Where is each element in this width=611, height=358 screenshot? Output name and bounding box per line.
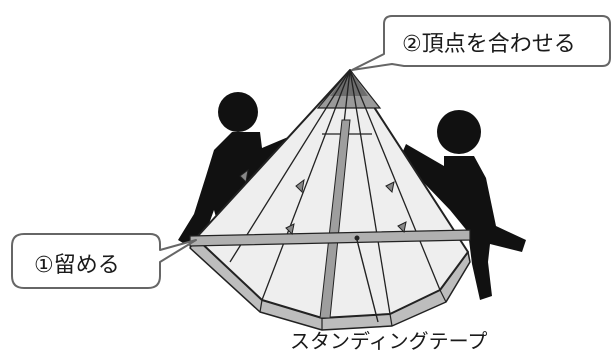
person-right-icon — [400, 110, 526, 300]
tape-label: スタンディングテープ — [290, 329, 487, 353]
tent-icon — [189, 69, 471, 331]
tape-leader-line — [356, 239, 379, 323]
callout-apex-text: ②頂点を合わせる — [402, 32, 576, 57]
callout-fasten-text: ①留める — [34, 253, 120, 278]
callout-fasten: ①留める — [11, 233, 197, 289]
callout-apex: ②頂点を合わせる — [351, 15, 611, 71]
